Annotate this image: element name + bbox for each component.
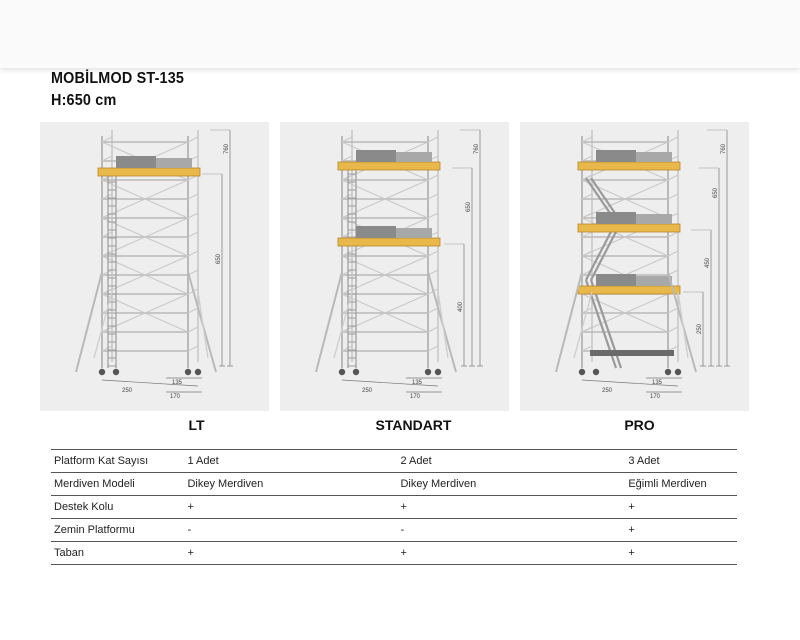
product-title: MOBİLMOD ST-135: [51, 70, 185, 87]
table-row: Zemin Platformu - - +: [51, 518, 737, 542]
dim-250-standart: 250: [362, 388, 373, 394]
scaffold-svg-pro: 760 650 450 250 250 135 170: [555, 129, 730, 400]
table-row: Destek Kolu + + +: [51, 495, 737, 519]
scaffold-frame-lt: [75, 129, 233, 393]
dim-760-standart: 760: [474, 143, 480, 154]
cell-lt: +: [187, 541, 401, 565]
variant-label-pro: PRO: [624, 417, 655, 433]
dim-450-pro: 450: [705, 257, 711, 268]
row-label: Platform Kat Sayısı: [51, 449, 188, 473]
cell-lt: +: [187, 495, 401, 519]
cell-standart: Dikey Merdiven: [400, 472, 629, 496]
scaffold-drawing-standart: 760 650 400 250 135 170: [280, 122, 509, 411]
row-label: Taban: [51, 541, 188, 565]
row-label: Destek Kolu: [51, 495, 188, 519]
cell-lt: -: [187, 518, 401, 542]
dim-400-standart: 400: [458, 301, 464, 312]
dim-250-pro: 250: [697, 323, 703, 334]
cell-standart: +: [400, 541, 629, 565]
row-label: Zemin Platformu: [51, 518, 188, 542]
table-row: Merdiven Modeli Dikey Merdiven Dikey Mer…: [51, 472, 737, 496]
scaffold-svg-lt: 760 650 250 135 170: [75, 129, 233, 400]
dim-135-lt: 135: [172, 380, 183, 386]
top-header-bar: [0, 0, 800, 68]
dim-170-lt: 170: [170, 394, 181, 400]
scaffold-frame-pro: [555, 129, 730, 393]
scaffold-drawing-lt: 760 650 250 135 170: [40, 122, 269, 411]
cell-lt: 1 Adet: [187, 449, 401, 473]
variant-label-standart: STANDART: [375, 417, 452, 433]
cell-pro: 3 Adet: [628, 449, 737, 473]
cell-standart: +: [400, 495, 629, 519]
dim-250-lt: 250: [122, 388, 133, 394]
dim-650-pro: 650: [713, 187, 719, 198]
dim-135-standart: 135: [412, 380, 423, 386]
dim-135-pro: 135: [652, 380, 663, 386]
scaffold-drawing-pro: 760 650 450 250 250 135 170: [520, 122, 749, 411]
dim-170-pro: 170: [650, 394, 661, 400]
scaffold-frame-standart: [315, 129, 483, 393]
scaffold-svg-standart: 760 650 400 250 135 170: [315, 129, 483, 400]
cell-pro: +: [628, 518, 737, 542]
dim-650-lt: 650: [216, 253, 222, 264]
cell-standart: -: [400, 518, 629, 542]
cell-lt: Dikey Merdiven: [187, 472, 401, 496]
dim-760-pro: 760: [721, 143, 727, 154]
cell-pro: +: [628, 495, 737, 519]
cell-pro: +: [628, 541, 737, 565]
cell-standart: 2 Adet: [400, 449, 629, 473]
dim-760-lt: 760: [224, 143, 230, 154]
title-block: MOBİLMOD ST-135 H:650 cm: [51, 68, 199, 112]
table-row: Taban + + +: [51, 541, 737, 565]
table-row: Platform Kat Sayısı 1 Adet 2 Adet 3 Adet: [51, 449, 737, 473]
variant-label-lt: LT: [188, 417, 205, 433]
cell-pro: Eğimli Merdiven: [628, 472, 737, 496]
product-height: H:650 cm: [51, 92, 117, 109]
spec-table: Platform Kat Sayısı 1 Adet 2 Adet 3 Adet…: [51, 449, 737, 565]
dim-250b-pro: 250: [602, 388, 613, 394]
dim-170-standart: 170: [410, 394, 421, 400]
row-label: Merdiven Modeli: [51, 472, 188, 496]
dim-650-standart: 650: [466, 201, 472, 212]
